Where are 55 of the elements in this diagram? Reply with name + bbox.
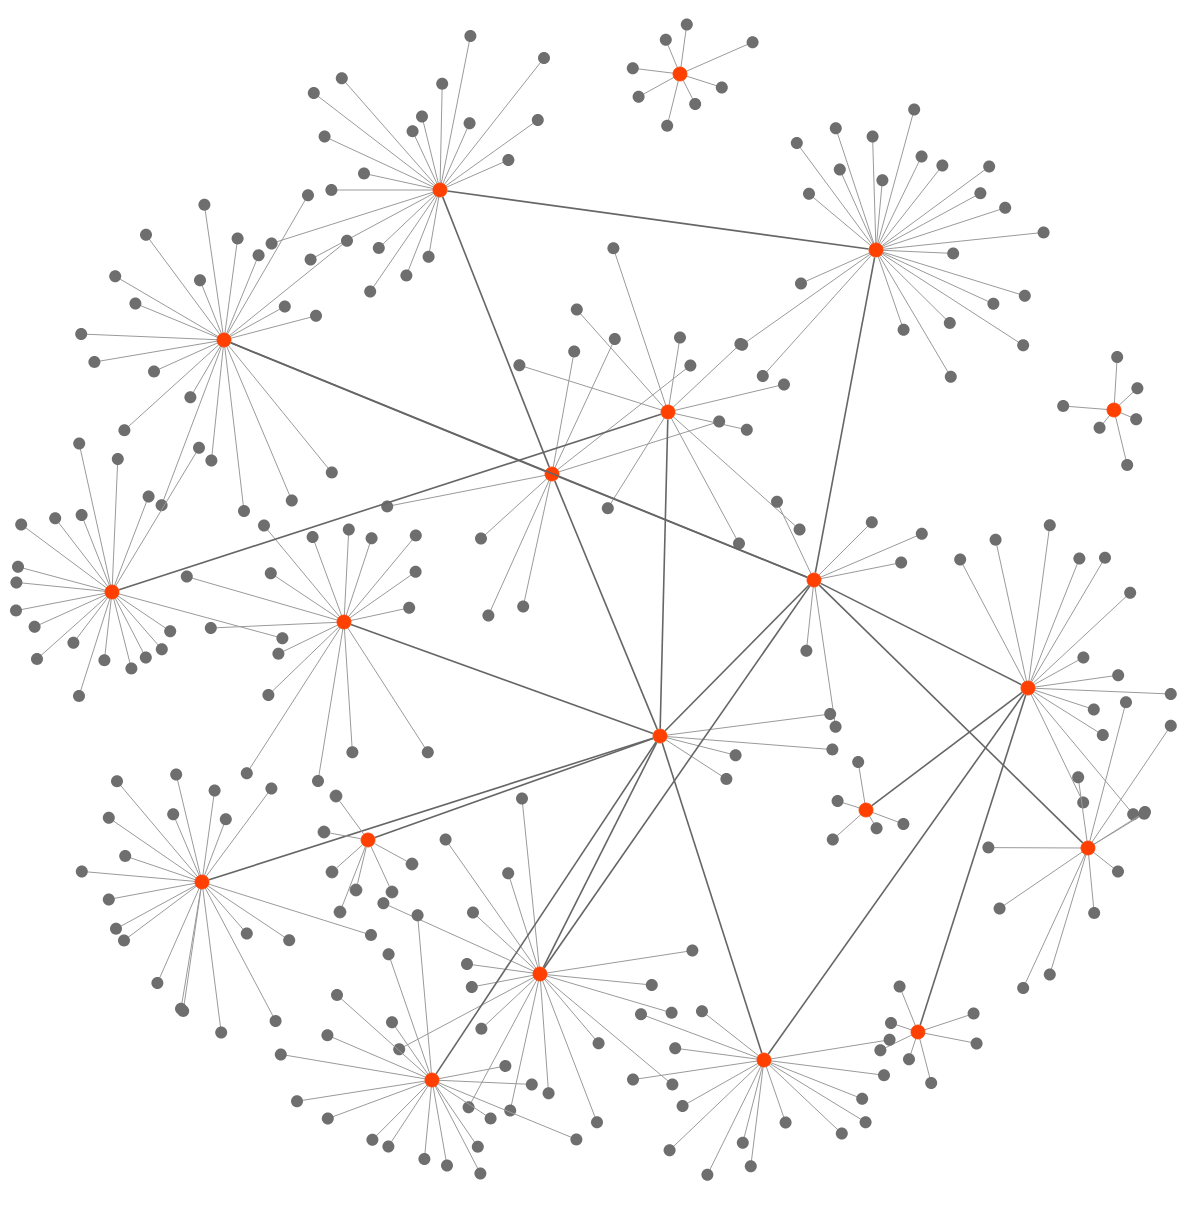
edge-line <box>118 413 662 591</box>
edge-line <box>230 342 546 472</box>
hub-node <box>216 332 232 348</box>
edge-line <box>659 418 669 730</box>
hub-node <box>660 404 676 420</box>
hub-node <box>868 242 884 258</box>
hub-node <box>756 1052 772 1068</box>
hub-node <box>672 66 688 82</box>
edge-line <box>558 476 808 579</box>
hub-node <box>652 728 668 744</box>
edge-line <box>329 832 362 840</box>
hub-node <box>1020 680 1036 696</box>
edge-line <box>661 742 763 1054</box>
hub-node <box>194 874 210 890</box>
edge-line <box>554 480 658 730</box>
hub-node <box>336 614 352 630</box>
edge-line <box>542 741 658 969</box>
edge-line <box>357 846 367 885</box>
edge-line <box>446 190 870 250</box>
leaf-node <box>405 857 419 871</box>
hub-node <box>806 572 822 588</box>
edge-line <box>819 582 1023 686</box>
hub-node <box>424 1072 440 1088</box>
leaf-node <box>317 825 331 839</box>
edge-line <box>814 256 876 574</box>
hub-node <box>360 832 376 848</box>
edge-line <box>374 737 654 839</box>
hub-node <box>532 966 548 982</box>
leaf-node <box>329 789 343 803</box>
edge-line <box>370 846 390 887</box>
edge-line <box>818 584 1084 844</box>
edge-line <box>871 691 1023 807</box>
leaf-node <box>325 865 339 879</box>
edge-line <box>336 844 363 869</box>
edge-line <box>435 741 657 1075</box>
edge-line <box>208 737 654 881</box>
edge-line <box>350 623 654 735</box>
edge-line <box>341 846 366 907</box>
hub-node <box>104 584 120 600</box>
edge-line <box>339 800 365 835</box>
hub-node <box>544 466 560 482</box>
hub-node <box>858 802 874 818</box>
edge-line <box>919 694 1027 1026</box>
hub-node <box>1106 402 1122 418</box>
hub-node <box>910 1024 926 1040</box>
hub-node <box>1080 840 1096 856</box>
hub-node <box>432 182 448 198</box>
edge-line <box>374 843 407 862</box>
leaf-node <box>385 885 399 899</box>
edge-line <box>767 693 1025 1055</box>
edge-line <box>664 584 810 732</box>
leaf-node <box>349 883 363 897</box>
edge-line <box>441 196 551 468</box>
leaf-node <box>333 905 347 919</box>
edge-line <box>543 585 811 969</box>
